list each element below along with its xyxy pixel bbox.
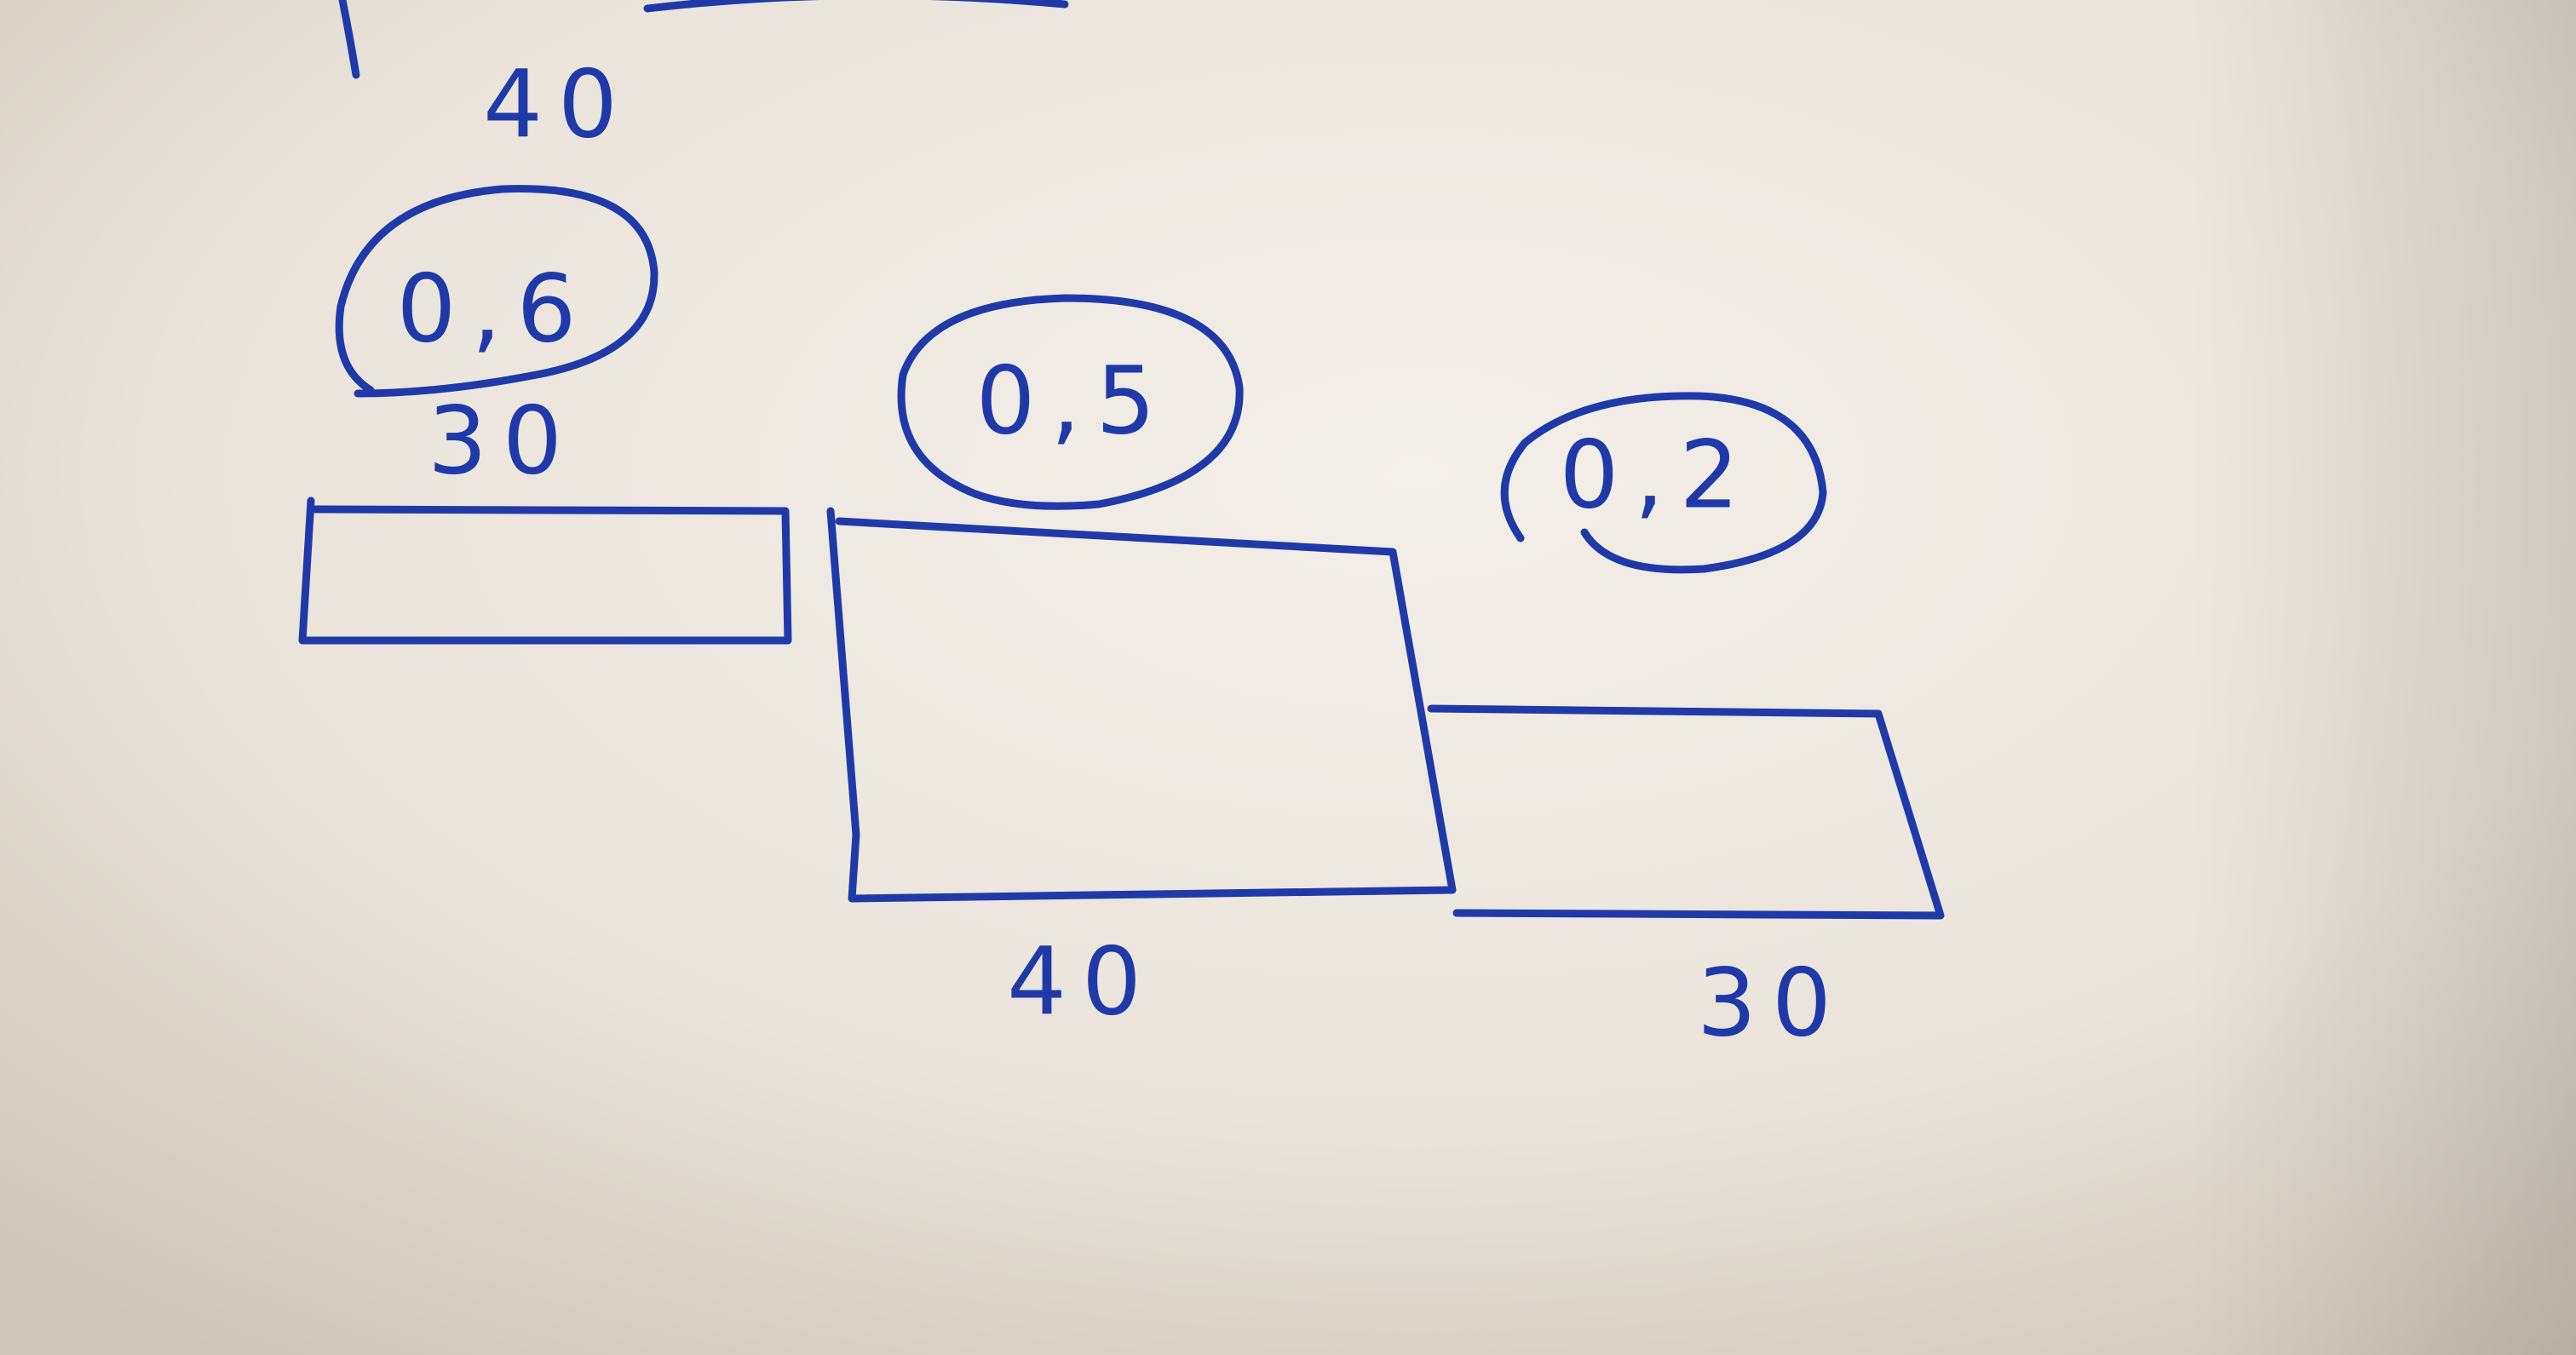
box3-probability-circle (1500, 392, 1827, 574)
box2-probability: 0,5 (976, 346, 1171, 455)
box3-shape (1427, 704, 1945, 920)
top-curve-stroke (643, 0, 1069, 13)
top-edge-stroke (338, 0, 360, 79)
box1-probability: 0,6 (397, 254, 592, 363)
box2-probability-circle (897, 294, 1244, 510)
box1-probability-circle (335, 185, 658, 398)
box2-shape (826, 507, 1457, 903)
box3-probability: 0,2 (1560, 420, 1755, 529)
box1-rectangle (298, 497, 792, 645)
box1-width-label: 30 (428, 386, 578, 495)
box2-width-label: 40 (1007, 927, 1157, 1036)
box3-width-label: 30 (1697, 948, 1847, 1057)
top-label: 40 (483, 49, 633, 158)
